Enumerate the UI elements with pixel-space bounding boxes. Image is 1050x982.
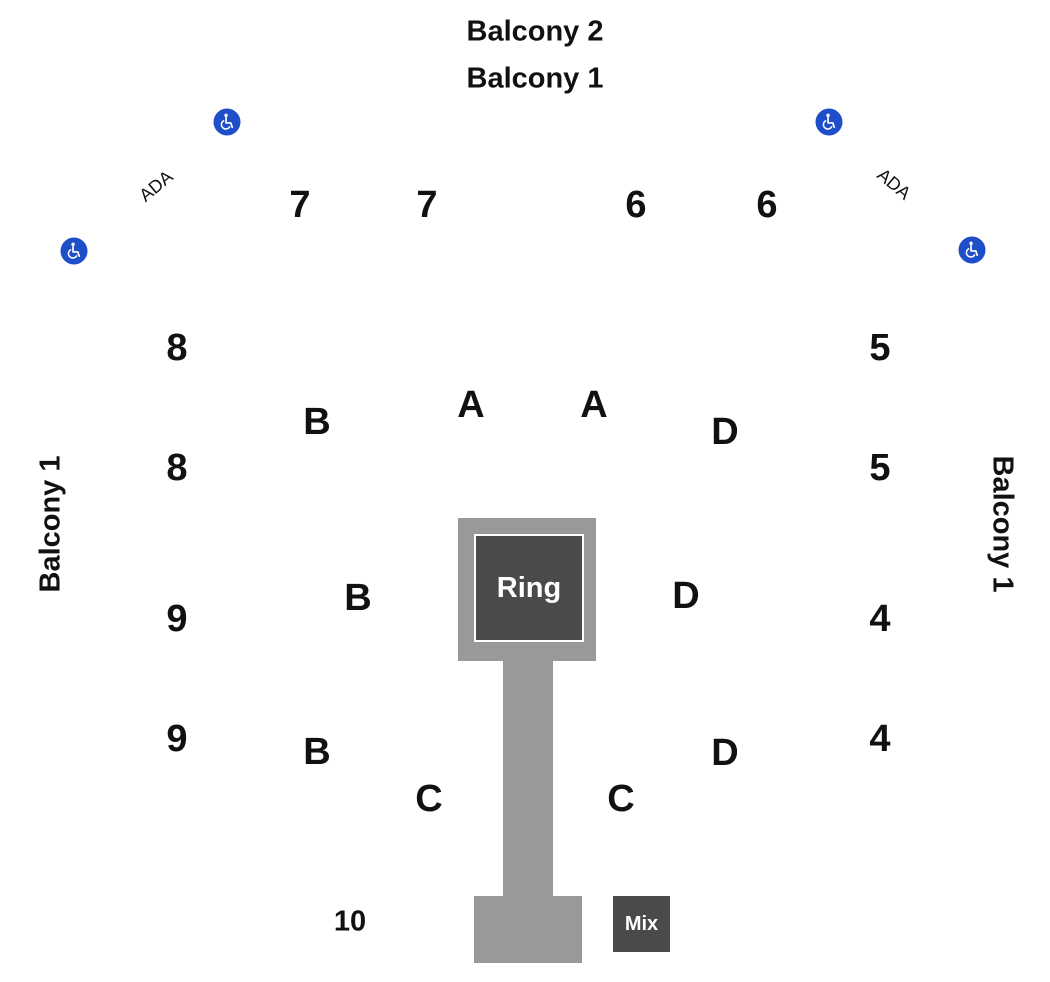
ada-right-label[interactable]: ADA	[873, 164, 915, 204]
wheelchair-glyph	[220, 113, 234, 130]
runway	[503, 661, 553, 898]
section-9[interactable]: 9	[166, 598, 188, 640]
floor-section-d[interactable]: D	[711, 732, 739, 774]
section-7[interactable]: 7	[416, 184, 438, 226]
floor-section-b[interactable]: B	[344, 577, 372, 619]
section-7[interactable]: 7	[289, 184, 311, 226]
wheelchair-glyph	[67, 242, 81, 259]
balcony-1-right-label[interactable]: Balcony 1	[986, 455, 1019, 593]
floor-section-a[interactable]: A	[580, 384, 608, 426]
ring: Ring	[474, 534, 584, 642]
floor-section-c[interactable]: C	[415, 778, 443, 820]
mix-label: Mix	[624, 912, 659, 935]
balcony-1-left-label[interactable]: Balcony 1	[34, 455, 67, 593]
wheelchair-icon[interactable]	[60, 237, 88, 265]
floor-section-c[interactable]: C	[607, 778, 635, 820]
section-8[interactable]: 8	[166, 327, 188, 369]
balcony-1-top-label[interactable]: Balcony 1	[466, 62, 604, 95]
section-4[interactable]: 4	[869, 598, 891, 640]
floor-section-b[interactable]: B	[303, 401, 331, 443]
mix-position: Mix	[613, 896, 670, 952]
floor-section-b[interactable]: B	[303, 731, 331, 773]
ada-left-label[interactable]: ADA	[135, 166, 177, 206]
floor-section-a[interactable]: A	[457, 384, 485, 426]
section-5[interactable]: 5	[869, 327, 891, 369]
section-9[interactable]: 9	[166, 718, 188, 760]
balcony-2-label[interactable]: Balcony 2	[466, 15, 604, 48]
section-5[interactable]: 5	[869, 447, 891, 489]
floor-section-d[interactable]: D	[711, 411, 739, 453]
section-10[interactable]: 10	[333, 905, 367, 938]
section-4[interactable]: 4	[869, 718, 891, 760]
runway-base	[474, 896, 582, 963]
section-6[interactable]: 6	[756, 184, 778, 226]
floor-section-d[interactable]: D	[672, 575, 700, 617]
wheelchair-glyph	[965, 241, 979, 258]
section-6[interactable]: 6	[625, 184, 647, 226]
wheelchair-icon[interactable]	[213, 108, 241, 136]
wheelchair-icon[interactable]	[815, 108, 843, 136]
ring-label: Ring	[496, 571, 562, 604]
wheelchair-icon[interactable]	[958, 236, 986, 264]
wheelchair-glyph	[822, 113, 836, 130]
section-8[interactable]: 8	[166, 447, 188, 489]
